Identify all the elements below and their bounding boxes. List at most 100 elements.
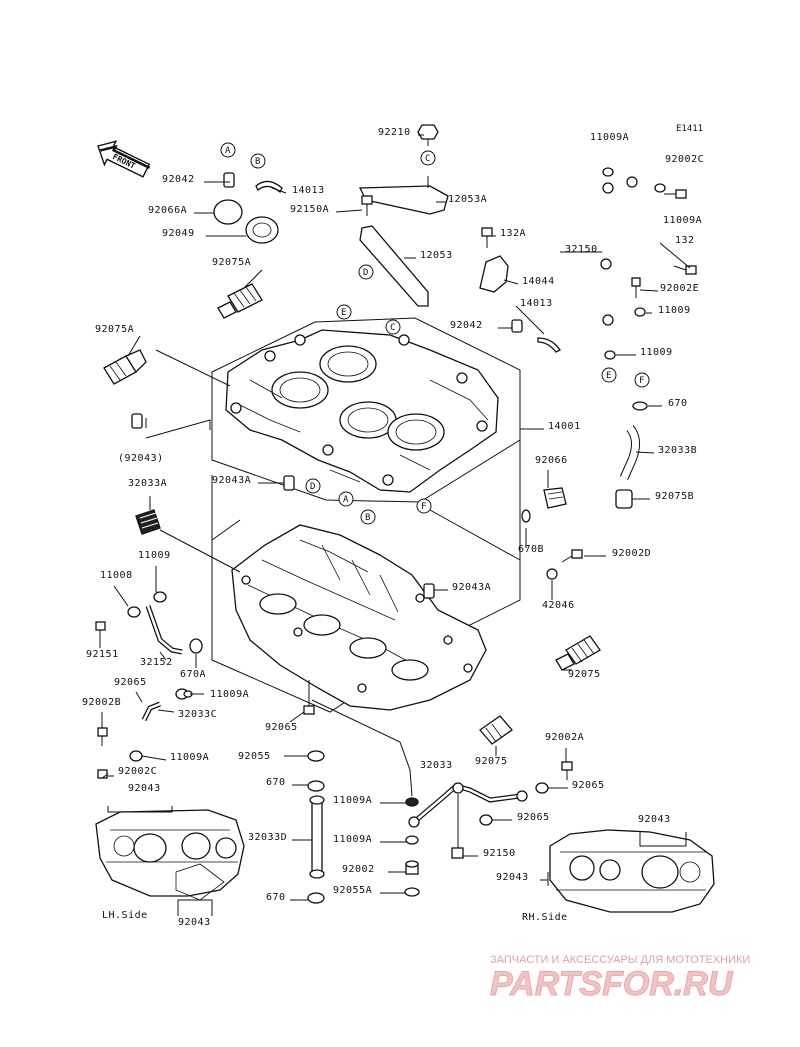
part-label-p92151: 92151 — [86, 649, 119, 660]
part-label-p92002c_low: 92002C — [118, 766, 157, 777]
dowel-92043a-mid — [423, 583, 435, 599]
bolt-92150 — [451, 794, 464, 859]
part-label-p12053: 12053 — [420, 250, 453, 261]
callout-letter: E — [606, 371, 611, 381]
callout-circle-icon — [336, 304, 352, 320]
callout-co_d2: D — [305, 478, 321, 494]
damper-32033a — [135, 509, 161, 535]
pipe-32033 — [408, 782, 528, 828]
bolt-92065-mid — [303, 680, 315, 715]
part-label-p14013_top: 14013 — [292, 185, 325, 196]
callout-co_c1: C — [420, 150, 436, 166]
plug-92066 — [543, 487, 567, 509]
part-label-p92002b: 92002B — [82, 697, 121, 708]
oring-670a — [189, 638, 203, 654]
washer-11009-left — [153, 591, 167, 603]
part-label-p92043a_mid: 92043A — [452, 582, 491, 593]
part-label-p670_low: 670 — [266, 892, 286, 903]
leader-lines — [99, 134, 691, 901]
dowel-92043 — [131, 413, 143, 429]
dowel-92043a-top — [283, 475, 295, 491]
callout-letter: E — [341, 308, 346, 318]
part-label-p92210: 92210 — [378, 127, 411, 138]
callout-circle-icon — [305, 478, 321, 494]
part-label-p92065_right: 92065 — [572, 780, 605, 791]
callout-circle-icon — [338, 491, 354, 507]
washer-11009-r1 — [634, 307, 646, 317]
bolt-132 — [673, 265, 697, 275]
bolt-92002c-low — [97, 769, 109, 779]
washer-42046 — [546, 568, 558, 580]
damper-92075-mid — [555, 635, 601, 671]
bolt-92002a — [561, 761, 573, 780]
rh-side-cover — [549, 829, 715, 913]
washer-92065-right — [535, 782, 549, 794]
callout-circle-icon — [385, 319, 401, 335]
part-label-p32033b: 32033B — [658, 445, 697, 456]
oil-pipe-32150 — [588, 176, 638, 326]
part-label-p132a: 132A — [500, 228, 526, 239]
part-label-p11009a_col2: 11009A — [333, 834, 372, 845]
washer-92055a — [404, 887, 420, 897]
part-label-p11009_r2: 11009 — [640, 347, 673, 358]
washer-11009a-lower — [129, 750, 143, 762]
callout-letter: B — [255, 157, 260, 167]
washer-11009a-col1 — [405, 797, 419, 807]
bolt-92151 — [95, 621, 106, 640]
part-label-p92150a: 92150A — [290, 204, 329, 215]
callout-circle-icon — [358, 264, 374, 280]
part-label-p92066: 92066 — [535, 455, 568, 466]
washer-11009a-top — [602, 167, 614, 177]
callout-co_f2: F — [416, 498, 432, 514]
callout-circle-icon — [601, 367, 617, 383]
part-label-p92055: 92055 — [238, 751, 271, 762]
callout-co_e2: E — [601, 367, 617, 383]
part-label-p92002e: 92002E — [660, 283, 699, 294]
part-label-p32033c: 32033C — [178, 709, 217, 720]
bolt-92150a — [361, 195, 373, 216]
upper-crankcase — [211, 317, 521, 503]
seal-92049 — [245, 216, 279, 244]
part-label-p92075_mid: 92075 — [568, 669, 601, 680]
part-label-p92042_top: 92042 — [162, 174, 195, 185]
part-label-p11009_r1: 11009 — [658, 305, 691, 316]
clip-14013 — [255, 180, 283, 194]
callout-co_a2: A — [338, 491, 354, 507]
callout-letter: D — [310, 482, 315, 492]
part-label-p92049: 92049 — [162, 228, 195, 239]
oring-670b — [521, 509, 531, 523]
part-label-p14044: 14044 — [522, 276, 555, 287]
callout-letter: C — [390, 323, 395, 333]
part-label-p11009_left: 11009 — [138, 550, 171, 561]
part-label-p670_mid: 670 — [266, 777, 286, 788]
washer-11009-r2 — [604, 350, 616, 360]
callout-co_e1: E — [336, 304, 352, 320]
guide-12053 — [359, 225, 429, 307]
damper-92075a-left — [103, 349, 147, 385]
part-label-p11009a_top: 11009A — [590, 132, 629, 143]
callout-letter: B — [365, 513, 370, 523]
damper-92075-low — [479, 715, 513, 745]
part-label-p132: 132 — [675, 235, 695, 246]
part-label-p670_right: 670 — [668, 398, 688, 409]
callout-circle-icon — [420, 150, 436, 166]
callout-co_b1: B — [250, 153, 266, 169]
part-label-p32033d: 32033D — [248, 832, 287, 843]
part-label-p670a: 670A — [180, 669, 206, 680]
part-label-p11009a_col1: 11009A — [333, 795, 372, 806]
callout-letter: F — [421, 502, 426, 512]
oring-670-low — [307, 892, 325, 904]
part-label-p92043_lh_top: 92043 — [128, 783, 161, 794]
part-label-p92043_rh_top: 92043 — [638, 814, 671, 825]
guide-12053a — [358, 185, 449, 215]
dowel-pin-92042-mid — [511, 319, 523, 333]
part-label-p92043_paren: (92043) — [118, 453, 164, 464]
part-label-p92043_lh_bot: 92043 — [178, 917, 211, 928]
part-label-p42046: 42046 — [542, 600, 575, 611]
bolt-92002b — [97, 727, 108, 746]
part-label-p92055a: 92055A — [333, 885, 372, 896]
callout-letter: C — [425, 154, 430, 164]
